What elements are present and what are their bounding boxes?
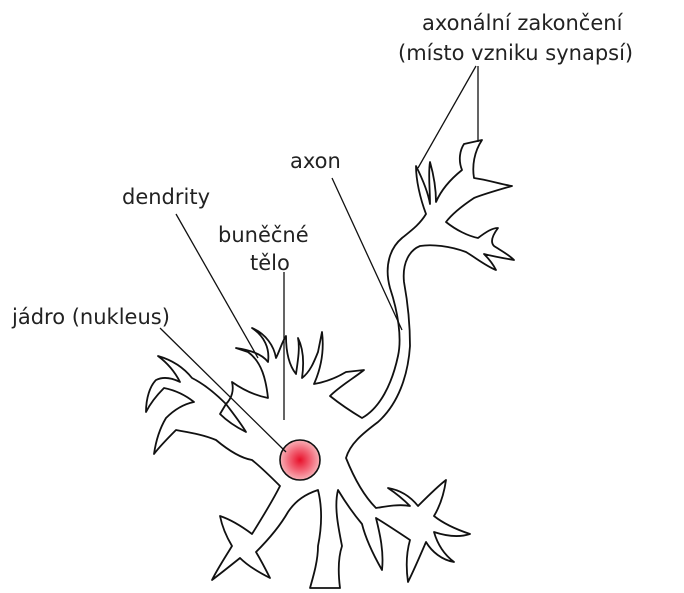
label-axon-terminal-line2: (místo vzniku synapsí) — [398, 40, 633, 66]
label-axon-terminal-line1: axonální zakončení — [422, 10, 622, 36]
nucleus-circle — [280, 440, 320, 480]
label-nucleus: jádro (nukleus) — [12, 304, 170, 330]
label-axon: axon — [290, 148, 341, 174]
label-dendrites: dendrity — [122, 184, 210, 210]
label-cell-body-line1: buněčné — [218, 222, 309, 248]
label-cell-body-line2: tělo — [250, 250, 290, 276]
